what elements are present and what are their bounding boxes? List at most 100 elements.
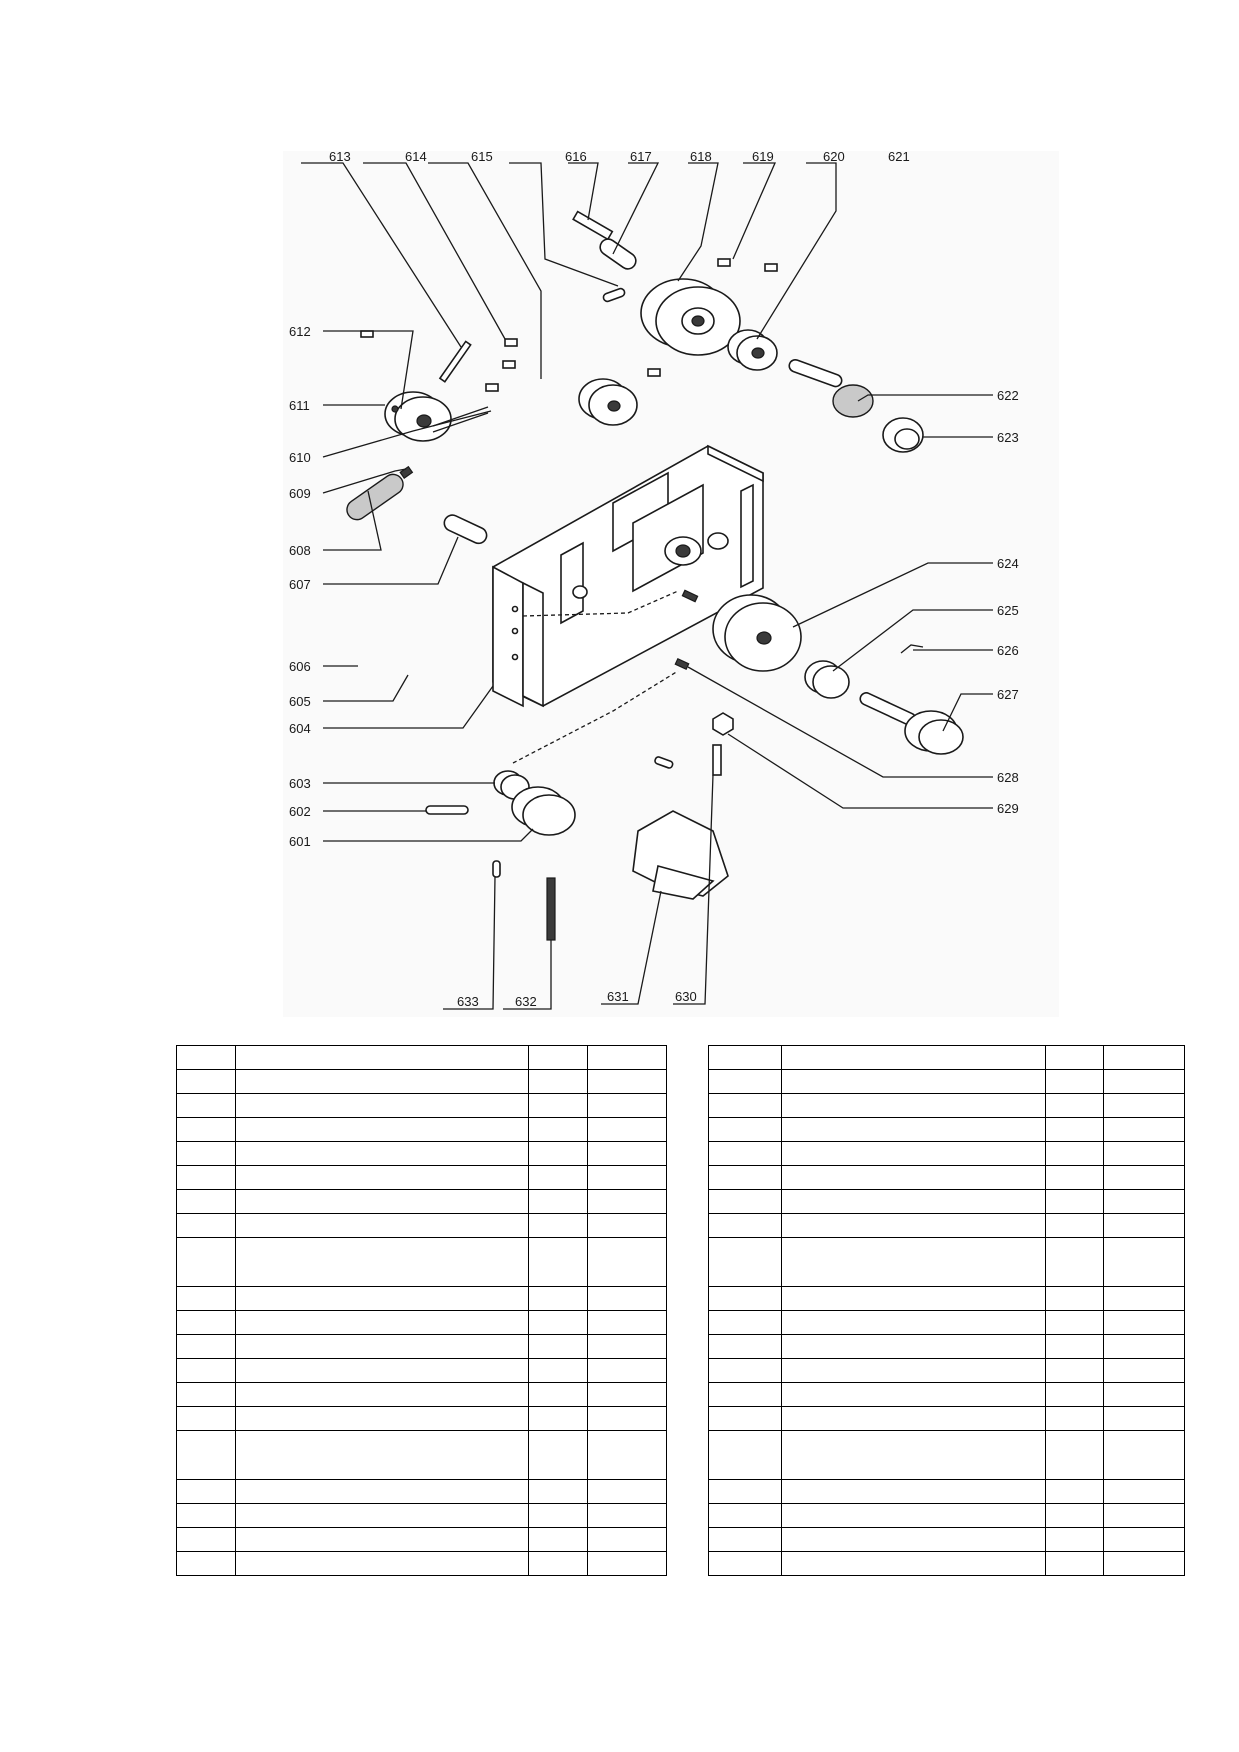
- table-cell: [528, 1430, 588, 1480]
- main-housing: [492, 444, 764, 708]
- table-row: [176, 1189, 667, 1214]
- table-cell: [587, 1406, 667, 1431]
- table-cell: [781, 1430, 1046, 1480]
- label-615: 615: [471, 151, 493, 164]
- table-cell: [1103, 1430, 1185, 1480]
- table-cell: [1045, 1093, 1104, 1118]
- table-cell: [587, 1286, 667, 1311]
- table-row: [176, 1479, 667, 1504]
- parts-list-table-right: [708, 1045, 1185, 1576]
- table-row: [708, 1069, 1185, 1094]
- leader-lines: [301, 162, 993, 1010]
- table-cell: [176, 1141, 236, 1166]
- table-cell: [708, 1358, 782, 1383]
- table-row: [708, 1141, 1185, 1166]
- table-cell: [781, 1310, 1046, 1335]
- table-row: [708, 1430, 1185, 1480]
- table-cell: [528, 1141, 588, 1166]
- table-row: [176, 1430, 667, 1480]
- table-cell: [235, 1286, 529, 1311]
- table-row: [708, 1503, 1185, 1528]
- table-cell: [528, 1503, 588, 1528]
- table-cell: [1103, 1189, 1185, 1214]
- table-cell: [235, 1237, 529, 1287]
- label-602: 602: [289, 804, 311, 819]
- table-cell: [781, 1527, 1046, 1552]
- table-cell: [235, 1551, 529, 1576]
- table-row: [176, 1382, 667, 1407]
- table-row: [176, 1551, 667, 1576]
- table-cell: [176, 1069, 236, 1094]
- label-613: 613: [329, 151, 351, 164]
- table-cell: [176, 1503, 236, 1528]
- table-cell: [708, 1141, 782, 1166]
- table-cell: [781, 1213, 1046, 1238]
- table-cell: [528, 1165, 588, 1190]
- table-cell: [587, 1551, 667, 1576]
- table-cell: [1103, 1334, 1185, 1359]
- table-cell: [1045, 1430, 1104, 1480]
- table-cell: [781, 1358, 1046, 1383]
- table-row: [176, 1358, 667, 1383]
- label-616: 616: [565, 151, 587, 164]
- label-604: 604: [289, 721, 311, 736]
- label-627: 627: [997, 687, 1019, 702]
- table-cell: [528, 1334, 588, 1359]
- table-cell: [1045, 1237, 1104, 1287]
- table-header-row: [176, 1045, 667, 1070]
- table-cell: [1103, 1093, 1185, 1118]
- table-cell: [1103, 1527, 1185, 1552]
- table-cell: [176, 1117, 236, 1142]
- table-cell: [176, 1286, 236, 1311]
- table-cell: [1045, 1286, 1104, 1311]
- table-cell: [235, 1310, 529, 1335]
- table-cell: [587, 1093, 667, 1118]
- table-cell: [528, 1286, 588, 1311]
- table-cell: [781, 1237, 1046, 1287]
- label-631: 631: [607, 989, 629, 1004]
- table-cell: [781, 1551, 1046, 1576]
- table-cell: [235, 1045, 529, 1070]
- table-cell: [708, 1045, 782, 1070]
- label-622: 622: [997, 388, 1019, 403]
- table-cell: [587, 1527, 667, 1552]
- table-cell: [235, 1334, 529, 1359]
- exploded-parts-diagram: 613 614 615 616 617 618 619 620 621 612 …: [283, 151, 1059, 1017]
- table-row: [708, 1358, 1185, 1383]
- table-cell: [176, 1045, 236, 1070]
- table-cell: [1103, 1213, 1185, 1238]
- table-cell: [528, 1237, 588, 1287]
- table-cell: [587, 1430, 667, 1480]
- table-cell: [708, 1117, 782, 1142]
- table-cell: [1103, 1503, 1185, 1528]
- table-cell: [235, 1165, 529, 1190]
- table-cell: [781, 1189, 1046, 1214]
- table-cell: [1045, 1406, 1104, 1431]
- table-cell: [781, 1141, 1046, 1166]
- table-cell: [1103, 1382, 1185, 1407]
- table-row: [176, 1286, 667, 1311]
- label-612: 612: [289, 324, 311, 339]
- table-cell: [1045, 1551, 1104, 1576]
- table-cell: [528, 1382, 588, 1407]
- table-cell: [1045, 1189, 1104, 1214]
- table-cell: [176, 1334, 236, 1359]
- table-cell: [1045, 1527, 1104, 1552]
- table-row: [708, 1406, 1185, 1431]
- table-cell: [235, 1213, 529, 1238]
- table-cell: [708, 1237, 782, 1287]
- table-row: [176, 1213, 667, 1238]
- table-cell: [1045, 1141, 1104, 1166]
- table-cell: [1103, 1479, 1185, 1504]
- label-607: 607: [289, 577, 311, 592]
- table-cell: [176, 1213, 236, 1238]
- table-cell: [235, 1430, 529, 1480]
- table-cell: [708, 1430, 782, 1480]
- table-row: [708, 1189, 1185, 1214]
- table-cell: [587, 1165, 667, 1190]
- table-cell: [587, 1334, 667, 1359]
- table-row: [176, 1310, 667, 1335]
- table-row: [708, 1093, 1185, 1118]
- table-cell: [781, 1479, 1046, 1504]
- table-cell: [1103, 1117, 1185, 1142]
